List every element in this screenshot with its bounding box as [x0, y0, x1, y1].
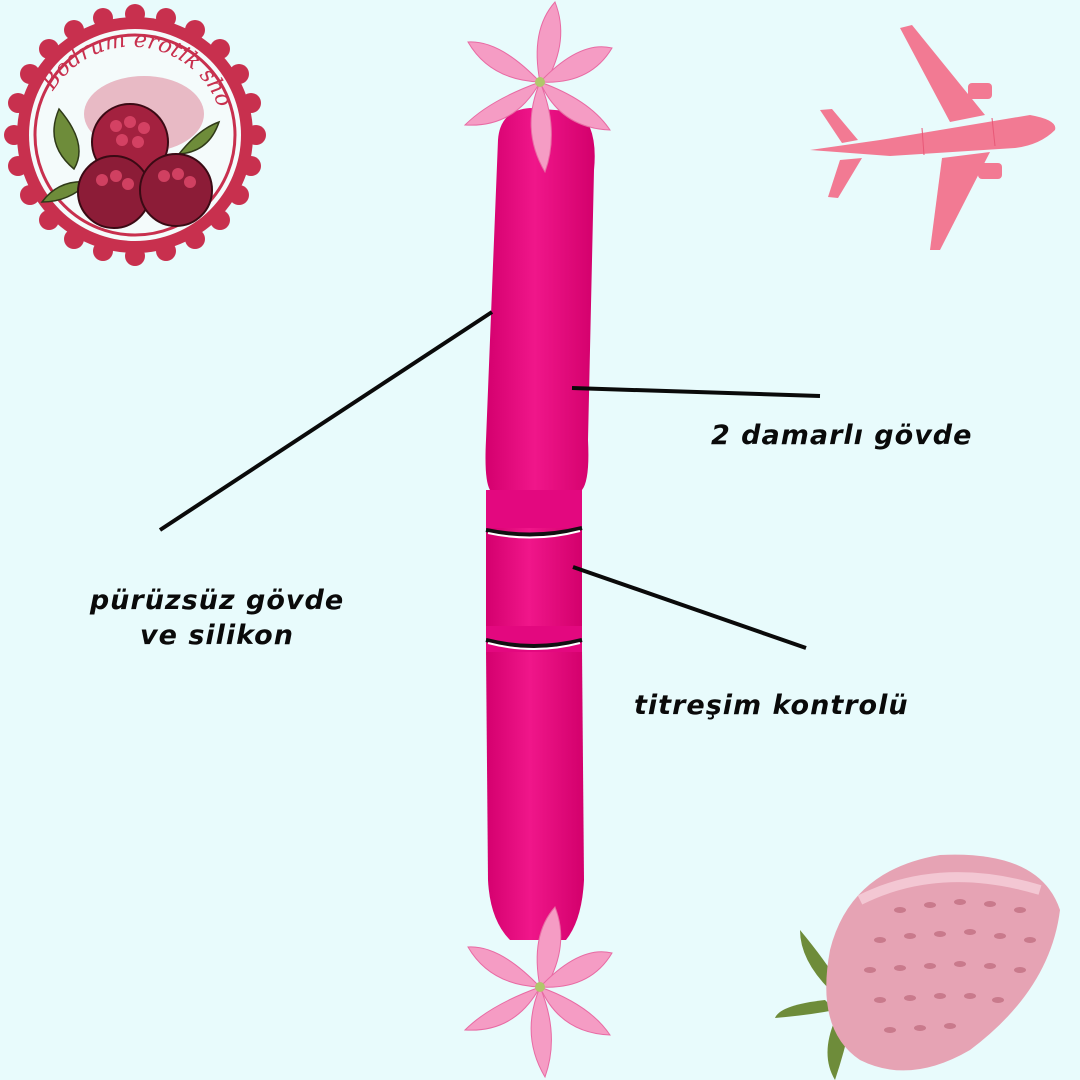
lily-flower-icon: [460, 0, 620, 175]
control-ring: [485, 626, 583, 652]
callout-line-veined-body: [571, 386, 821, 398]
callout-label-smooth-body: pürüzsüz gövde ve silikon: [62, 583, 372, 653]
callout-line-2: ve silikon: [140, 620, 294, 652]
control-ring: [485, 490, 583, 539]
product-image: [470, 100, 610, 980]
callout-line-smooth-body: [158, 310, 494, 532]
callout-line-vibration-control: [572, 565, 807, 650]
strawberry-icon: [770, 840, 1080, 1080]
callout-line-1: pürüzsüz gövde: [89, 585, 345, 616]
lily-flower-icon: [460, 905, 620, 1080]
airplane-icon: [800, 10, 1065, 255]
callout-label-vibration-control: titreşim kontrolü: [634, 690, 909, 721]
callout-label-veined-body: 2 damarlı gövde: [711, 420, 973, 451]
